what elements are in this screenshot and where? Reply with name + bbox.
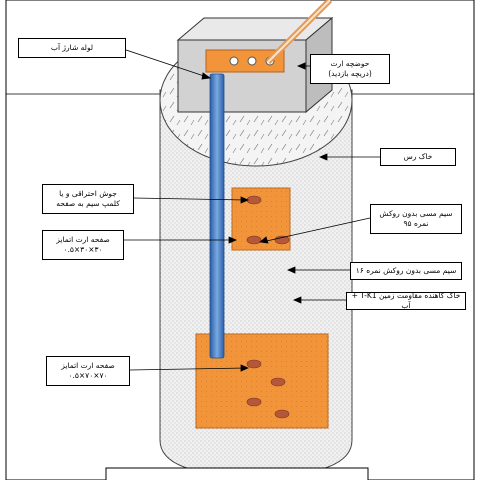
label-resistance-soil: خاک کاهنده مقاومت زمین T-K1 + آب [346,291,466,310]
label-earth-box: حوضچه ارت (دریچه بازدید) [310,54,390,84]
label-weld: جوش احتراقی و یا کلمپ سیم به صفحه [42,184,134,214]
caption-box [105,467,369,480]
label-clay-soil: خاک رس [380,148,456,166]
label-copper-wire-16: سیم مسی بدون روکش نمره ۱۶ [350,262,462,280]
water-charge-pipe [209,73,225,359]
diagram-frame [5,0,475,480]
leader-lines [124,49,380,372]
copper-wires [249,0,333,432]
label-water-pipe: لوله شارژ آب [18,38,126,58]
label-earth-plate-large: صفحه ارت اتمایز ۷۰×۷۰×۰.۵ [46,356,130,386]
bolt-icon [229,56,239,66]
weld-points [246,195,290,419]
label-earth-plate-small: صفحه ارت اتمایز ۳۰×۳۰×۰.۵ [42,230,124,260]
label-copper-wire-95: سیم مسی بدون روکش نمره ۹۵ [370,204,462,234]
terminal-bar [205,49,285,73]
